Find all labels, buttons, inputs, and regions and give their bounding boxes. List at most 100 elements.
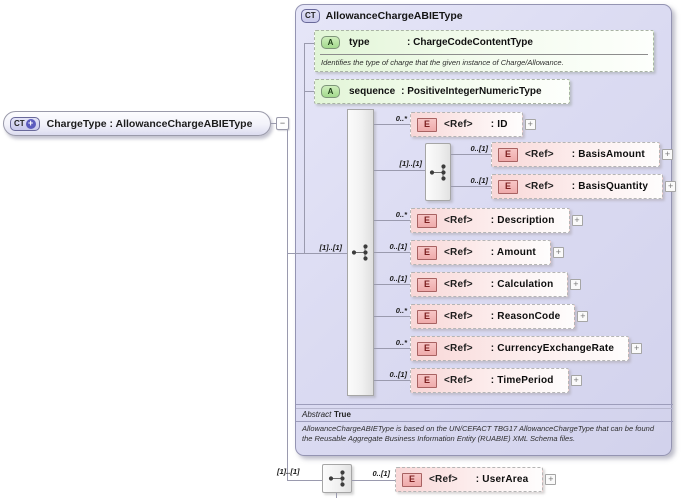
connector-line xyxy=(287,130,288,480)
element-name: : ReasonCode xyxy=(490,311,561,322)
sequence-glyph-icon xyxy=(351,244,368,261)
connector-line: 0..[1] xyxy=(374,368,410,393)
element-row: 0..* E <Ref> : CurrencyExchangeRate + xyxy=(374,336,643,361)
choice-compositor[interactable] xyxy=(425,143,451,201)
element-row: 0..[1] E <Ref> : BasisAmount + xyxy=(451,142,673,167)
element-ref: <Ref> xyxy=(444,119,473,130)
element-row: 0..* E <Ref> : ID + xyxy=(374,112,536,137)
attribute-title-row: A type : ChargeCodeContentType xyxy=(315,31,653,54)
choice-glyph-icon xyxy=(429,163,446,181)
cardinality-label: 0..[1] xyxy=(389,274,407,283)
connector-line xyxy=(374,170,425,171)
element-ref: <Ref> xyxy=(429,474,458,485)
element-icon: E xyxy=(417,117,437,132)
element-ref: <Ref> xyxy=(444,375,473,386)
attribute-title-row: A sequence : PositiveIntegerNumericType xyxy=(315,80,569,103)
element-icon: E xyxy=(417,373,437,388)
complex-type-annotation: AllowanceChargeABIEType is based on the … xyxy=(302,424,654,443)
cardinality-label: 0..[1] xyxy=(470,176,488,185)
element-box-basisamount[interactable]: E <Ref> : BasisAmount xyxy=(491,142,660,167)
element-row: 0..* E <Ref> : Description + xyxy=(374,208,583,233)
connector-line xyxy=(304,43,305,254)
element-box-currencyexchangerate[interactable]: E <Ref> : CurrencyExchangeRate xyxy=(410,336,630,361)
collapse-toggle[interactable]: − xyxy=(276,117,289,130)
complex-type-header: CT AllowanceChargeABIEType xyxy=(301,9,463,23)
connector-line: 0..[1] xyxy=(451,174,491,199)
expand-icon[interactable]: + xyxy=(545,474,557,485)
expand-icon[interactable]: + xyxy=(665,181,677,192)
sequence-compositor-bottom[interactable] xyxy=(322,464,352,493)
element-box-id[interactable]: E <Ref> : ID xyxy=(410,112,523,137)
expand-icon[interactable]: + xyxy=(577,311,589,322)
connector-line: 0..[1] xyxy=(374,240,410,265)
element-name: : UserArea xyxy=(475,474,529,485)
element-box-description[interactable]: E <Ref> : Description xyxy=(410,208,570,233)
sequence-compositor[interactable] xyxy=(347,109,374,396)
element-name: : CurrencyExchangeRate xyxy=(490,343,615,354)
element-icon: E xyxy=(417,309,437,324)
element-box-timeperiod[interactable]: E <Ref> : TimePeriod xyxy=(410,368,569,393)
property-value: True xyxy=(334,410,351,419)
divider xyxy=(320,54,648,55)
root-type-node[interactable]: CT + ChargeType : AllowanceChargeABIETyp… xyxy=(3,111,271,136)
element-box-amount[interactable]: E <Ref> : Amount xyxy=(410,240,551,265)
attribute-box-sequence[interactable]: A sequence : PositiveIntegerNumericType xyxy=(314,79,570,104)
cardinality-label: 0..* xyxy=(395,114,407,123)
element-ref: <Ref> xyxy=(525,149,554,160)
element-name: : Amount xyxy=(490,247,536,258)
element-icon: E xyxy=(417,213,437,228)
element-ref: <Ref> xyxy=(444,279,473,290)
element-box-basisquantity[interactable]: E <Ref> : BasisQuantity xyxy=(491,174,664,199)
connector-line xyxy=(287,480,322,481)
element-icon: E xyxy=(498,179,518,194)
expand-icon[interactable]: + xyxy=(570,279,582,290)
attribute-name: sequence xyxy=(349,86,396,97)
element-row: 0..[1] E <Ref> : BasisQuantity + xyxy=(451,174,677,199)
element-name: : Description xyxy=(490,215,555,226)
root-type-label: ChargeType : AllowanceChargeABIEType xyxy=(46,117,253,130)
attribute-type: : ChargeCodeContentType xyxy=(407,37,533,48)
cardinality-label: 0..* xyxy=(395,210,407,219)
property-label: Abstract xyxy=(302,410,332,419)
divider xyxy=(296,421,673,422)
connector-line xyxy=(336,493,337,498)
complex-type-icon: CT xyxy=(301,9,320,23)
element-row: 0..[1] E <Ref> : Calculation + xyxy=(374,272,582,297)
element-name: : ID xyxy=(490,119,508,130)
connector-line: 0..* xyxy=(374,112,410,137)
expand-icon[interactable]: + xyxy=(524,119,536,130)
connector-line: 0..* xyxy=(374,336,410,361)
element-row: 0..[1] E <Ref> : TimePeriod + xyxy=(374,368,582,393)
element-box-calculation[interactable]: E <Ref> : Calculation xyxy=(410,272,569,297)
element-ref: <Ref> xyxy=(525,181,554,192)
expand-icon[interactable]: + xyxy=(571,215,583,226)
attribute-name: type xyxy=(349,37,370,48)
connector-line xyxy=(352,480,395,481)
connector-line: 0..* xyxy=(374,304,410,329)
cardinality-label: 0..[1] xyxy=(389,370,407,379)
expand-icon[interactable]: + xyxy=(661,149,673,160)
complex-type-derived-icon: CT + xyxy=(10,116,40,131)
cardinality-label: [1]..[1] xyxy=(319,243,343,252)
expand-icon[interactable]: + xyxy=(631,343,643,354)
cardinality-label: 0..[1] xyxy=(470,144,488,153)
divider xyxy=(296,404,673,405)
connector-line xyxy=(271,123,276,124)
connector-line: 0..[1] xyxy=(374,272,410,297)
complex-type-box[interactable]: CT AllowanceChargeABIEType A type : Char… xyxy=(295,4,677,456)
connector-line: 0..[1] xyxy=(451,142,491,167)
element-icon: E xyxy=(417,341,437,356)
expand-icon[interactable]: + xyxy=(552,247,564,258)
attribute-icon: A xyxy=(321,85,340,98)
element-ref: <Ref> xyxy=(444,247,473,258)
element-row: 0..[1] E <Ref> : Amount + xyxy=(374,240,564,265)
element-box-reasoncode[interactable]: E <Ref> : ReasonCode xyxy=(410,304,576,329)
attribute-box-type[interactable]: A type : ChargeCodeContentType Identifie… xyxy=(314,30,654,72)
cardinality-label: [1]..[1] xyxy=(277,467,300,476)
element-box-userarea[interactable]: E <Ref> : UserArea xyxy=(395,467,544,492)
attribute-annotation: Identifies the type of charge that the g… xyxy=(321,58,564,67)
element-row: E <Ref> : UserArea + xyxy=(395,467,557,492)
expand-icon[interactable]: + xyxy=(570,375,582,386)
element-name: : TimePeriod xyxy=(490,375,554,386)
